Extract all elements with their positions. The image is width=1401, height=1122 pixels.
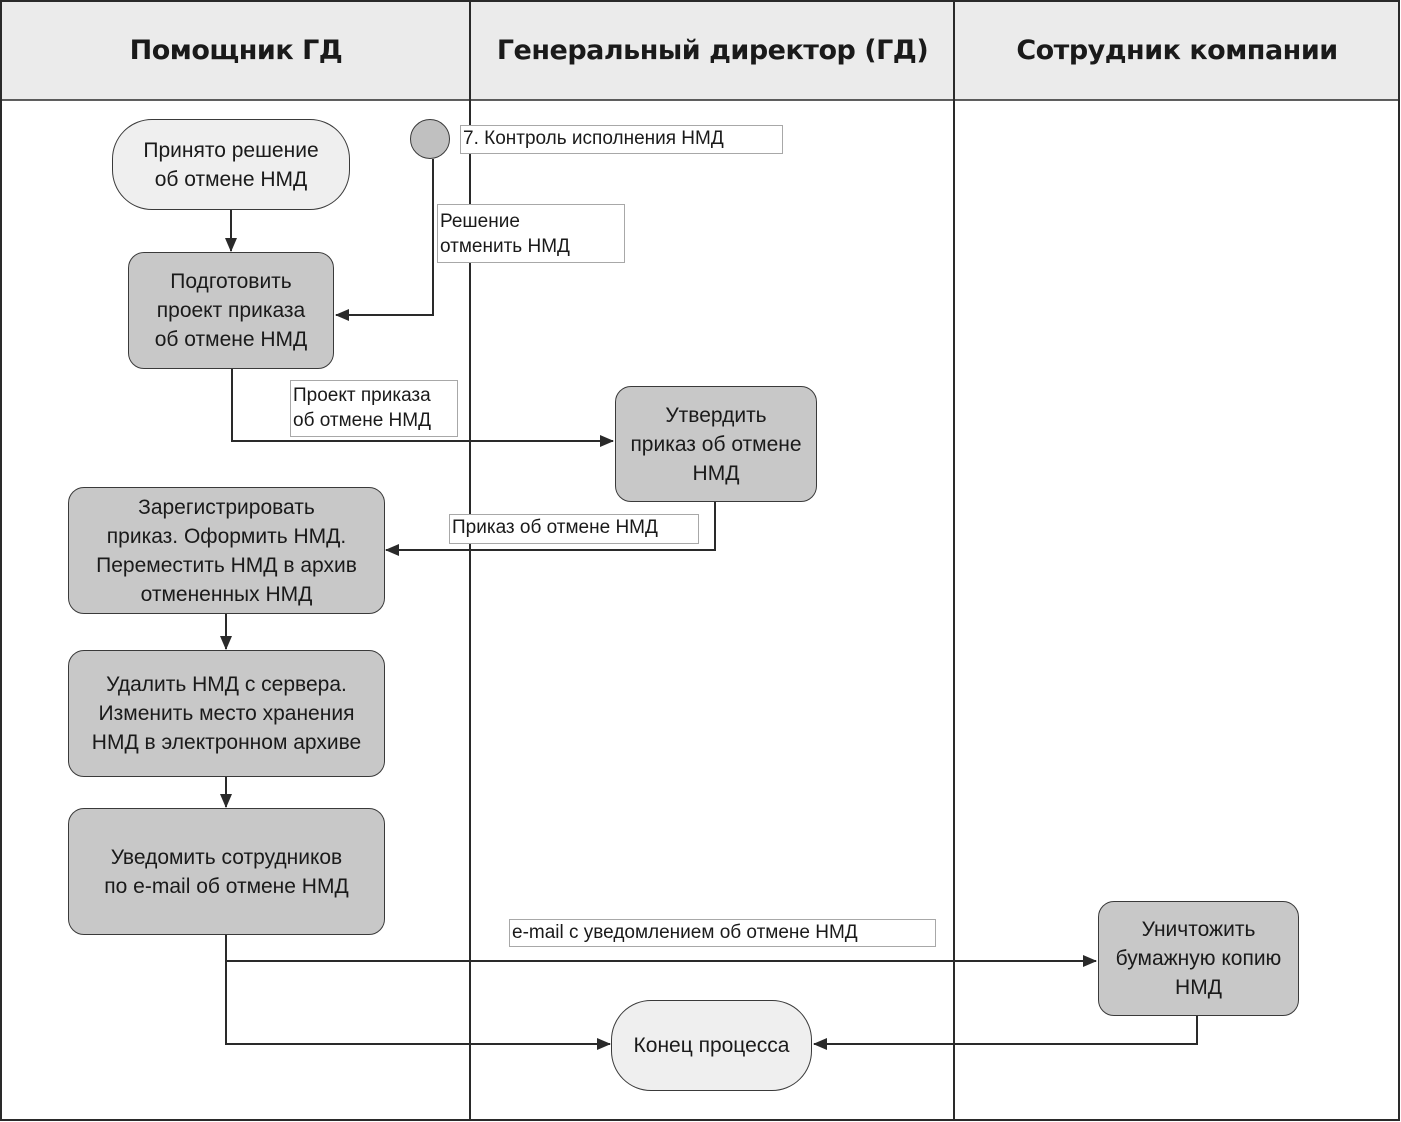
flow-approve-to-register: [385, 502, 716, 556]
flow-prepare-to-approve: [231, 369, 614, 447]
node-notify-employees: Уведомить сотрудников по e-mail об отмен…: [68, 808, 385, 935]
lane-header-assistant: Помощник ГД: [129, 35, 343, 66]
flow-start-to-prepare: [335, 159, 434, 321]
label-control-execution: 7. Контроль исполнения НМД: [460, 125, 783, 154]
lane-header-employee: Сотрудник компании: [1016, 35, 1338, 66]
flow-destroy-to-end: [813, 1016, 1198, 1050]
label-draft-order: Проект приказа об отмене НМД: [290, 380, 458, 437]
node-approve-order: Утвердить приказ об отмене НМД: [615, 386, 817, 502]
label-cancel-decision: Решение отменить НМД: [437, 204, 625, 263]
node-process-end: Конец процесса: [611, 1000, 812, 1091]
node-prepare-draft: Подготовить проект приказа об отмене НМД: [128, 252, 334, 369]
node-decision-made: Принято решение об отмене НМД: [112, 119, 350, 210]
header-band: [1, 1, 1399, 100]
label-email-notice: e-mail с уведомлением об отмене НМД: [509, 919, 936, 947]
node-delete-from-server: Удалить НМД с сервера. Изменить место хр…: [68, 650, 385, 777]
start-event: [410, 119, 450, 159]
node-register-order: Зарегистрировать приказ. Оформить НМД. П…: [68, 487, 385, 614]
label-cancel-order: Приказ об отмене НМД: [449, 514, 699, 544]
lane-header-director: Генеральный директор (ГД): [496, 35, 929, 66]
flow-notify-to-end: [225, 961, 611, 1050]
node-destroy-paper-copy: Уничтожить бумажную копию НМД: [1098, 901, 1299, 1016]
